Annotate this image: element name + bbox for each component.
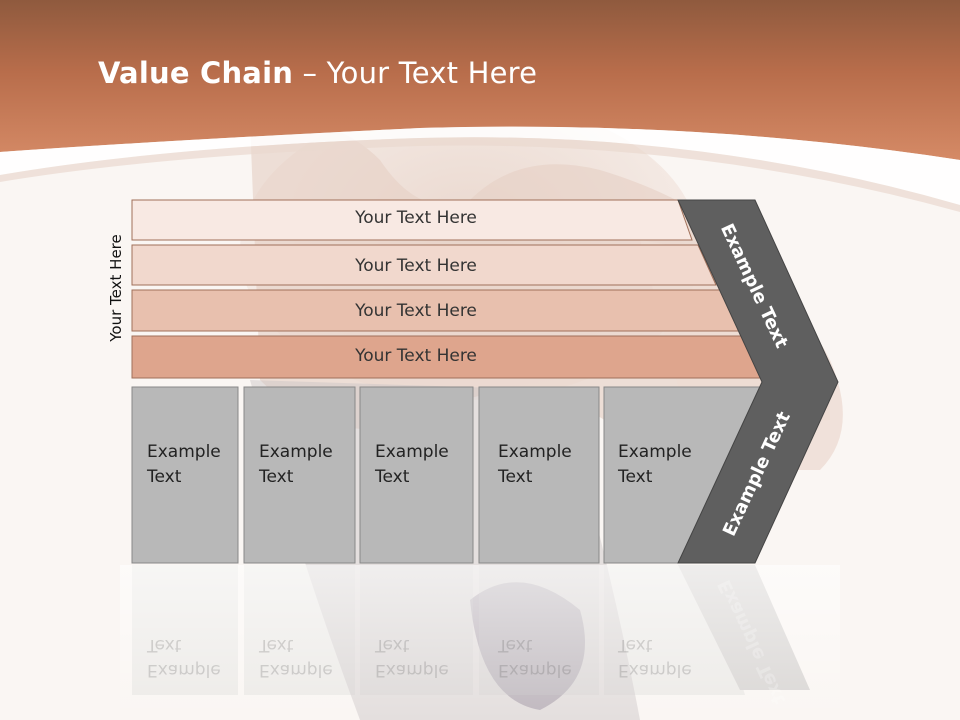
cell-reflection-3-line1: Example <box>375 660 449 680</box>
cell-label-3-line2: Text <box>375 467 410 487</box>
row-band-2 <box>131 244 717 286</box>
header-curve <box>0 126 960 205</box>
cell-label-1: Example Text <box>147 440 221 490</box>
reflection-fade <box>120 565 840 720</box>
header-curve-shadow <box>0 137 960 212</box>
margin-chevron <box>677 199 839 564</box>
cell-reflection-5-line2: Text <box>618 635 653 655</box>
slide-title: Value Chain – Your Text Here <box>98 56 537 90</box>
cell-reflection-1: Example Text <box>147 632 221 682</box>
cell-label-1-line2: Text <box>147 467 182 487</box>
cell-reflection-5-line1: Example <box>618 660 692 680</box>
cell-reflection-5: Example Text <box>618 632 692 682</box>
cell-reflection-4: Example Text <box>498 632 572 682</box>
cell-label-1-line1: Example <box>147 442 221 462</box>
cell-reflection-2: Example Text <box>259 632 333 682</box>
activity-cell-2 <box>243 386 356 564</box>
cell-label-2-line2: Text <box>259 467 294 487</box>
cell-reflection-2-line2: Text <box>259 635 294 655</box>
cell-label-3: Example Text <box>375 440 449 490</box>
title-rest-part: – Your Text Here <box>293 56 538 90</box>
activity-cell-4 <box>478 386 600 564</box>
cell-label-5: Example Text <box>618 440 692 490</box>
cell-label-4-line1: Example <box>498 442 572 462</box>
cell-reflection-2-line1: Example <box>259 660 333 680</box>
cell-label-2-line1: Example <box>259 442 333 462</box>
title-bold-part: Value Chain <box>98 56 294 90</box>
activity-cell-3 <box>359 386 474 564</box>
activity-cell-1 <box>131 386 239 564</box>
cell-label-5-line1: Example <box>618 442 692 462</box>
cell-reflection-1-line2: Text <box>147 635 182 655</box>
cell-label-3-line1: Example <box>375 442 449 462</box>
header-band <box>0 0 960 160</box>
cell-reflection-1-line1: Example <box>147 660 221 680</box>
row-label-4: Your Text Here <box>355 346 477 366</box>
row-band-1 <box>131 199 693 241</box>
cell-reflection-4-line2: Text <box>498 635 533 655</box>
row-label-2: Your Text Here <box>355 256 477 276</box>
row-label-3: Your Text Here <box>355 301 477 321</box>
cell-label-4-line2: Text <box>498 467 533 487</box>
row-label-1: Your Text Here <box>355 208 477 228</box>
cell-reflection-3: Example Text <box>375 632 449 682</box>
cell-label-2: Example Text <box>259 440 333 490</box>
cell-reflection-4-line1: Example <box>498 660 572 680</box>
cell-reflection-3-line2: Text <box>375 635 410 655</box>
cell-label-5-line2: Text <box>618 467 653 487</box>
cell-label-4: Example Text <box>498 440 572 490</box>
